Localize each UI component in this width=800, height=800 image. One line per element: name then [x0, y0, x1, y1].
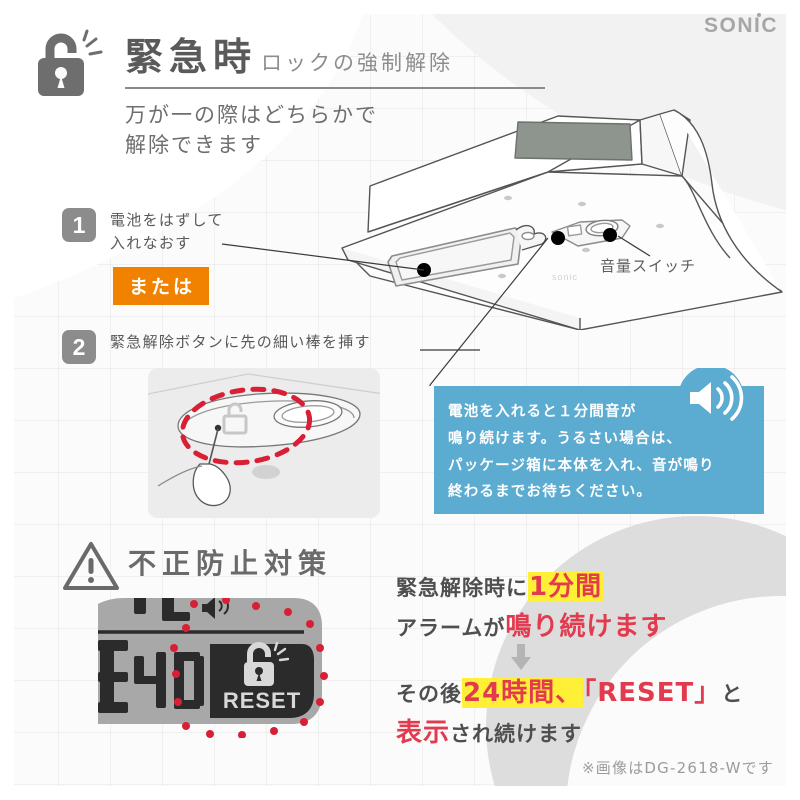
alarm-duration-highlight: 1分間 — [528, 572, 604, 602]
lead-text: 万が一の際はどちらかで 解除できます — [125, 100, 378, 161]
step-1: 1 電池をはずして 入れなおす — [62, 208, 224, 254]
alarm-notice-line-2-emphasis: 鳴り続けます — [505, 612, 668, 642]
callout-dot-release — [551, 231, 565, 245]
lcd-reset-badge: RESET — [210, 641, 314, 718]
unlocked-padlock-icon — [244, 642, 274, 686]
step-2-text: 緊急解除ボタンに先の細い棒を挿す — [110, 330, 371, 354]
alarm-notice-line-1: 緊急解除時に1分間 — [396, 566, 604, 603]
svg-text:sonic: sonic — [552, 272, 578, 282]
or-badge: または — [113, 267, 210, 305]
reset-notice-suffix: と — [721, 682, 744, 706]
reset-word-emphasis: 「RESET」 — [583, 678, 722, 708]
alarm-notice-line-2: アラームが鳴り続けます — [396, 606, 667, 643]
unlocked-padlock-icon — [38, 29, 103, 96]
step-1-text: 電池をはずして 入れなおす — [110, 208, 224, 254]
step-1-line-2: 入れなおす — [110, 233, 192, 252]
page-title-main: 緊急時 — [125, 35, 258, 79]
lcd-digits — [98, 640, 204, 713]
page-title: 緊急時ロックの強制解除 — [125, 26, 555, 89]
audio-notice-line-4: 終わるまでお待ちください。 — [448, 484, 653, 501]
lead-line-1: 万が一の際はどちらかで — [125, 103, 378, 127]
lcd-reset-label: RESET — [223, 688, 301, 713]
step-2-number: 2 — [62, 330, 96, 364]
display-word-emphasis: 表示 — [396, 718, 451, 748]
warning-triangle-icon — [63, 542, 119, 590]
brand-logo-dot — [757, 13, 761, 17]
audio-notice-line-3: パッケージ箱に本体を入れ、音が鳴り — [448, 457, 715, 474]
audio-notice-line-1: 電池を入れると１分間音が — [448, 404, 637, 420]
audio-notice-callout: 電池を入れると１分間音が 鳴り続けます。うるさい場合は、 パッケージ箱に本体を入… — [434, 368, 764, 514]
lcd-display-illustration: RESET — [98, 598, 330, 738]
down-arrow-icon — [511, 644, 531, 670]
brand-logo-text: SONIC — [703, 14, 778, 37]
speaker-volume-icon — [678, 368, 744, 431]
reset-notice-line-2-suffix: され続けます — [450, 722, 583, 746]
audio-notice-text: 電池を入れると１分間音が 鳴り続けます。うるさい場合は、 パッケージ箱に本体を入… — [448, 399, 750, 506]
highlight-dashed-ellipse — [179, 386, 313, 466]
page-title-sub: ロックの強制解除 — [261, 51, 454, 75]
lead-line-2: 解除できます — [125, 133, 263, 158]
device-illustration-stand: sonic — [341, 109, 783, 330]
brand-logo: SONIC — [703, 13, 778, 38]
title-divider — [125, 87, 545, 89]
step-1-number: 1 — [62, 208, 96, 242]
alarm-notice-line-1-prefix: 緊急解除時に — [396, 576, 528, 600]
step-2-line-1: 緊急解除ボタンに先の細い棒を挿す — [110, 333, 371, 351]
reset-notice-line-1: その後24時間、「RESET」と — [396, 672, 743, 709]
audio-notice-line-2: 鳴り続けます。うるさい場合は、 — [448, 430, 683, 447]
callout-leader-lines — [221, 235, 651, 386]
emergency-release-detail-illustration — [148, 368, 380, 518]
highlight-dotted-outline — [170, 598, 328, 738]
reset-notice-line-2: 表示され続けます — [396, 712, 582, 749]
reset-notice-prefix: その後 — [396, 682, 462, 706]
step-2: 2 緊急解除ボタンに先の細い棒を挿す — [62, 330, 371, 364]
footnote: ※画像はDG-2618-Wです — [582, 759, 774, 777]
callout-dot-volume — [603, 228, 617, 242]
alarm-notice-line-2-prefix: アラームが — [396, 616, 506, 640]
warning-title: 不正防止対策 — [128, 547, 333, 580]
reset-duration-highlight: 24時間、 — [462, 678, 584, 708]
volume-switch-label: 音量スイッチ — [600, 257, 697, 275]
step-1-line-1: 電池をはずして — [110, 211, 224, 229]
